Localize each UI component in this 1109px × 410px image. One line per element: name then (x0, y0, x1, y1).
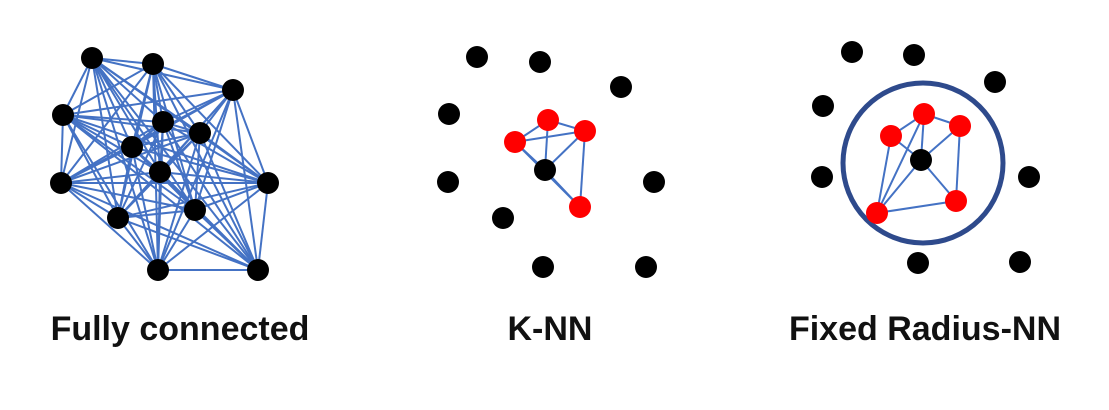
edge (162, 121, 197, 211)
edge (157, 209, 196, 271)
node (121, 136, 143, 158)
edge (254, 182, 269, 271)
edge (62, 114, 133, 148)
edge (117, 205, 196, 219)
node (184, 199, 206, 221)
node (189, 122, 211, 144)
node (903, 44, 925, 66)
edge (91, 57, 122, 219)
edge (152, 63, 234, 92)
edge (190, 132, 201, 211)
edge (153, 171, 164, 271)
edge (91, 57, 164, 123)
node (437, 171, 459, 193)
edge (91, 57, 133, 148)
edge (155, 132, 201, 271)
edge (575, 130, 586, 208)
edge (62, 114, 269, 185)
center-node (910, 149, 932, 171)
node (466, 46, 488, 68)
node (610, 76, 632, 98)
node (247, 259, 269, 281)
node (841, 41, 863, 63)
edge (60, 146, 133, 184)
fully-connected-graph (50, 47, 279, 281)
center-node (534, 159, 556, 181)
node (635, 256, 657, 278)
neighbor-node (880, 125, 902, 147)
edge (60, 121, 164, 184)
edge (194, 182, 269, 212)
edge (162, 121, 269, 184)
node (50, 172, 72, 194)
node (492, 207, 514, 229)
edge (232, 89, 270, 184)
edge (60, 182, 259, 271)
edge (199, 132, 260, 271)
edge (159, 171, 269, 188)
edge (117, 121, 164, 219)
node (257, 172, 279, 194)
node (1009, 251, 1031, 273)
neighbor-node (537, 109, 559, 131)
edge (131, 146, 162, 271)
edge (192, 89, 234, 211)
knn-graph (437, 46, 665, 278)
node (149, 161, 171, 183)
edge (876, 113, 925, 214)
edge (56, 114, 67, 184)
neighbor-node (945, 190, 967, 212)
node (107, 207, 129, 229)
edge (62, 89, 234, 119)
edge (152, 63, 269, 184)
edge (951, 125, 962, 202)
edge (131, 132, 201, 151)
node (142, 53, 164, 75)
node (529, 51, 551, 73)
caption-fully-connected: Fully connected (50, 310, 310, 348)
node (532, 256, 554, 278)
edge (194, 209, 259, 271)
neighbor-node (866, 202, 888, 224)
radius-circle (840, 80, 1006, 246)
node (907, 252, 929, 274)
edge (152, 63, 198, 211)
node (984, 71, 1006, 93)
neighbor-node (574, 120, 596, 142)
edge (873, 135, 892, 214)
node (811, 166, 833, 188)
edge (60, 171, 161, 187)
node (52, 104, 74, 126)
edge (199, 132, 269, 184)
node (643, 171, 665, 193)
fixed-radius-nn-graph (811, 41, 1040, 274)
edge (514, 127, 586, 143)
edge (117, 217, 259, 272)
neighbor-node (949, 115, 971, 137)
node (152, 111, 174, 133)
node (1018, 166, 1040, 188)
node (438, 103, 460, 125)
edge (156, 89, 234, 271)
node (812, 95, 834, 117)
neighbor-node (504, 131, 526, 153)
edge (91, 57, 259, 271)
node (81, 47, 103, 69)
node (147, 259, 169, 281)
caption-fixed-radius-nn: Fixed Radius-NN (788, 310, 1062, 348)
edge (876, 197, 957, 214)
edge (60, 182, 159, 271)
caption-knn: K-NN (507, 310, 593, 348)
edge (62, 114, 164, 127)
edge (62, 63, 154, 116)
neighbor-node (569, 196, 591, 218)
node (222, 79, 244, 101)
edge (60, 63, 154, 184)
edge (60, 182, 119, 219)
edge (131, 146, 269, 186)
neighbor-node (913, 103, 935, 125)
